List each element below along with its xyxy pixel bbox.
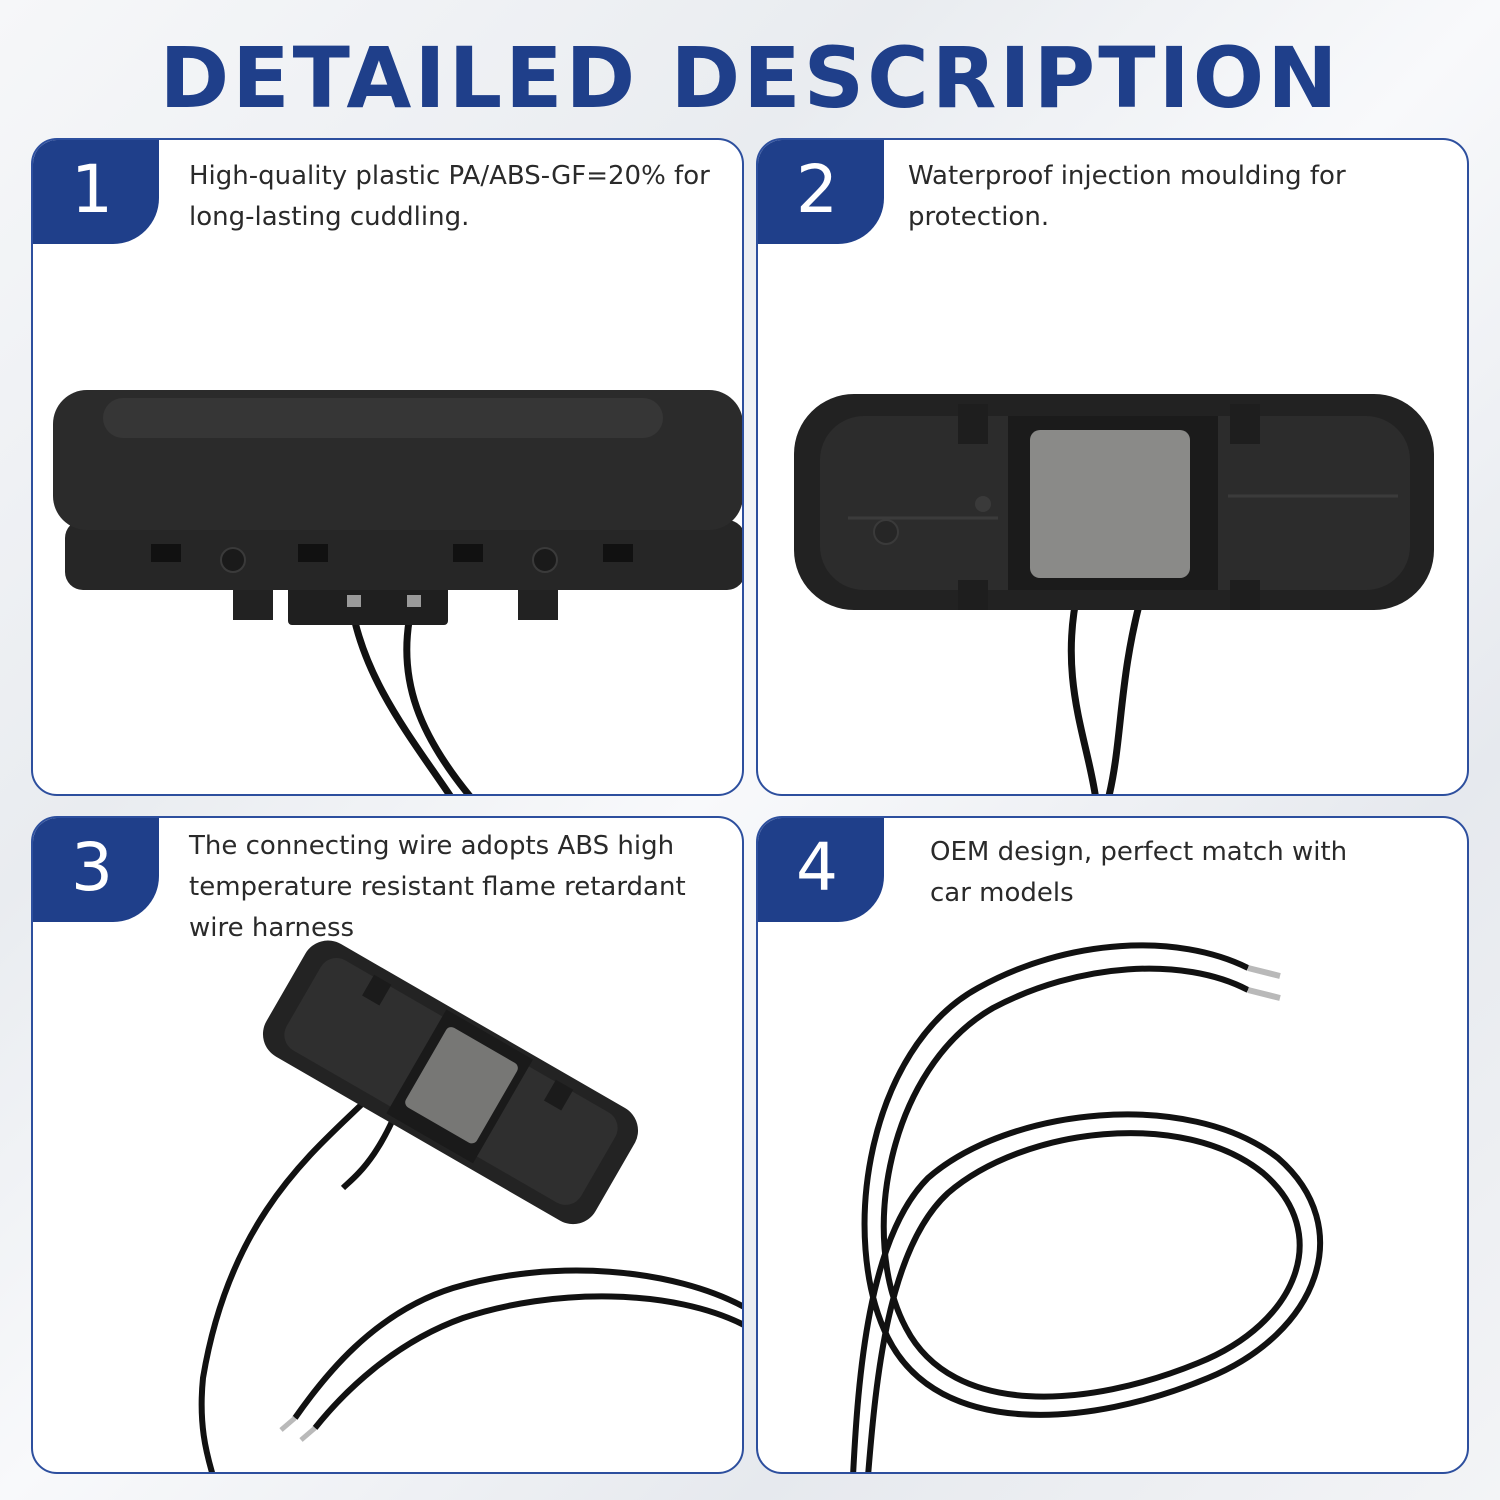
wire-harness-image <box>850 942 1324 1472</box>
feature-text-2: Waterproof injection moulding for protec… <box>908 161 1346 232</box>
step-badge-1: 1 <box>33 140 159 244</box>
feature-panel-2: 2 Waterproof injection moulding for prot… <box>756 138 1469 796</box>
feature-text-1: High-quality plastic PA/ABS-GF=20% for l… <box>189 161 710 232</box>
switch-angled-view-image <box>198 940 742 1472</box>
step-badge-3: 3 <box>33 818 159 922</box>
feature-text-4: OEM design, perfect match with car model… <box>930 837 1348 908</box>
switch-top-view-image <box>53 390 742 794</box>
step-badge-2: 2 <box>758 140 884 244</box>
feature-panel-1: 1 High-quality plastic PA/ABS-GF=20% for… <box>31 138 744 796</box>
feature-panel-3: 3 The connecting wire adopts ABS high te… <box>31 816 744 1474</box>
step-badge-4: 4 <box>758 818 884 922</box>
switch-bottom-view-image <box>794 394 1434 794</box>
feature-text-3: The connecting wire adopts ABS high temp… <box>189 831 686 943</box>
page-title: DETAILED DESCRIPTION <box>159 29 1341 127</box>
feature-panel-4: 4 OEM design, perfect match with car mod… <box>756 816 1469 1474</box>
